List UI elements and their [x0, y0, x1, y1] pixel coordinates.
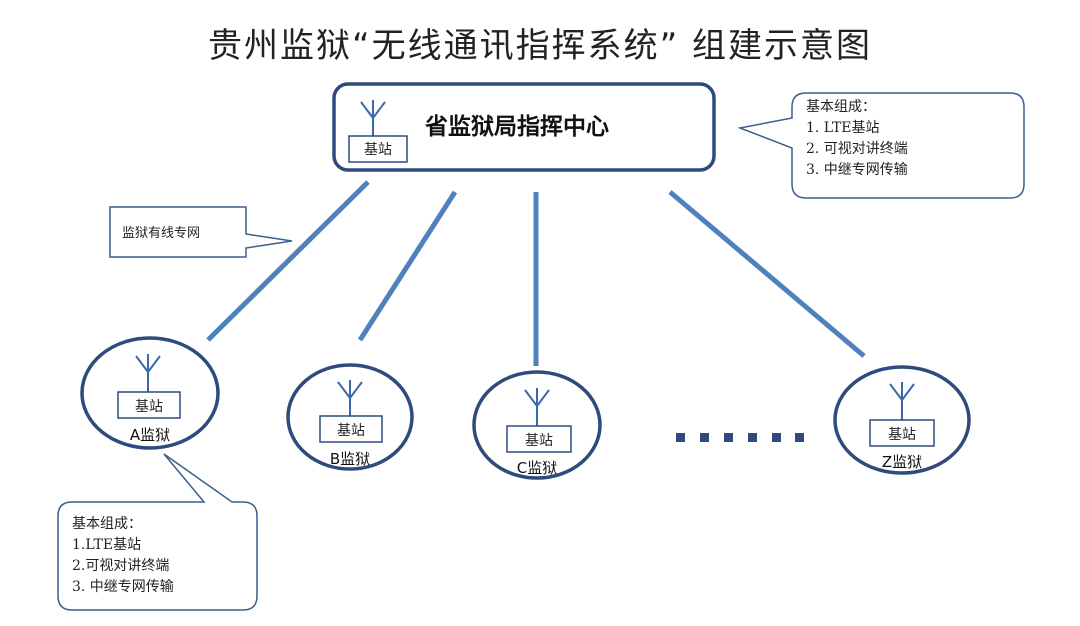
command-center-box — [332, 82, 716, 172]
prison-callout-item: 1.LTE基站 — [72, 537, 142, 553]
antenna-icon — [360, 100, 386, 136]
prison-a-base-station-label: 基站 — [135, 399, 163, 415]
center-callout-shape — [737, 92, 1025, 199]
prison-b-label: B监狱 — [329, 450, 371, 468]
link-line-b — [357, 190, 458, 342]
prison-callout-text: 基本组成： 1.LTE基站 2.可视对讲终端 3. 中继专网传输 — [72, 514, 174, 598]
prison-z-label: Z监狱 — [881, 453, 923, 471]
antenna-icon — [135, 354, 161, 392]
prison-c-base-station-box — [506, 425, 572, 453]
command-center-label: 省监狱局指挥中心 — [425, 114, 609, 140]
wired-network-label: 监狱有线专网 — [122, 226, 201, 241]
prison-b-base-station-label: 基站 — [337, 423, 365, 439]
prison-z-base-station-box — [869, 419, 935, 447]
prison-a-base-station-box — [117, 391, 181, 419]
diagram-title: 贵州监狱“无线通讯指挥系统” 组建示意图 — [207, 26, 873, 66]
link-line-z — [668, 190, 866, 358]
center-base-station-box — [348, 135, 408, 163]
antenna-icon — [337, 380, 363, 416]
link-line-a — [206, 180, 370, 342]
prison-callout-item: 3. 中继专网传输 — [72, 579, 174, 595]
center-base-station-label: 基站 — [364, 142, 392, 158]
antenna-icon — [524, 388, 550, 426]
prison-a-label: A监狱 — [129, 426, 171, 444]
prison-callout-item: 2.可视对讲终端 — [72, 558, 170, 574]
center-callout-heading: 基本组成： — [806, 99, 876, 115]
center-callout-item: 3. 中继专网传输 — [806, 162, 908, 178]
center-callout-item: 2. 可视对讲终端 — [806, 141, 908, 157]
prison-c-label: C监狱 — [516, 459, 558, 477]
antenna-icon — [889, 382, 915, 420]
prison-callout-heading: 基本组成： — [72, 516, 142, 532]
prison-c-base-station-label: 基站 — [525, 433, 553, 449]
prison-b-base-station-box — [319, 415, 383, 443]
prison-callout-shape — [57, 453, 258, 611]
center-callout-item: 1. LTE基站 — [806, 120, 880, 136]
center-callout-text: 基本组成： 1. LTE基站 2. 可视对讲终端 3. 中继专网传输 — [806, 97, 908, 181]
prison-z-base-station-label: 基站 — [888, 427, 916, 443]
wired-callout-shape — [109, 206, 293, 258]
ellipsis-dots — [676, 433, 804, 442]
